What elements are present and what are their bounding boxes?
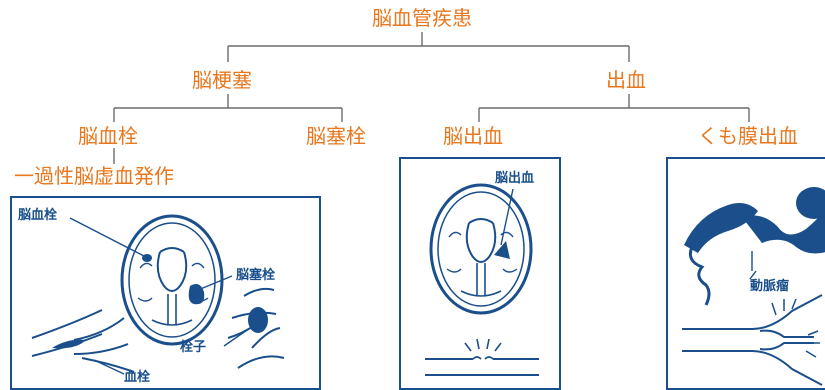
node-cerebrovascular-disease: 脳血管疾患 — [372, 6, 472, 30]
node-cerebral-thrombosis: 脳血栓 — [78, 124, 138, 148]
node-transient-ischemic-attack: 一過性脳虚血発作 — [14, 164, 174, 188]
label-thrombosis: 脳血栓 — [18, 208, 58, 223]
label-cerebral-hemorrhage: 脳出血 — [495, 171, 535, 186]
subarachnoid-illustration — [682, 187, 825, 386]
node-hemorrhage: 出血 — [606, 68, 646, 92]
subarachnoid-illustration-panel: 動脈瘤 — [666, 157, 825, 390]
label-aneurysm: 動脈瘤 — [750, 279, 790, 294]
infarction-illustration-panel: 脳血栓 脳塞栓 栓子 血栓 — [10, 196, 321, 390]
node-cerebral-embolism: 脳塞栓 — [306, 124, 366, 148]
hemorrhage-illustration — [425, 183, 539, 376]
hemorrhage-illustration-panel: 脳出血 — [399, 157, 561, 390]
label-clot: 血栓 — [124, 370, 151, 385]
node-cerebral-infarction: 脳梗塞 — [192, 68, 252, 92]
infarction-illustration — [31, 214, 285, 375]
label-embolus: 栓子 — [180, 340, 207, 355]
label-embolism: 脳塞栓 — [236, 268, 276, 283]
node-subarachnoid-hemorrhage: くも膜出血 — [698, 124, 798, 148]
node-cerebral-hemorrhage: 脳出血 — [443, 124, 503, 148]
